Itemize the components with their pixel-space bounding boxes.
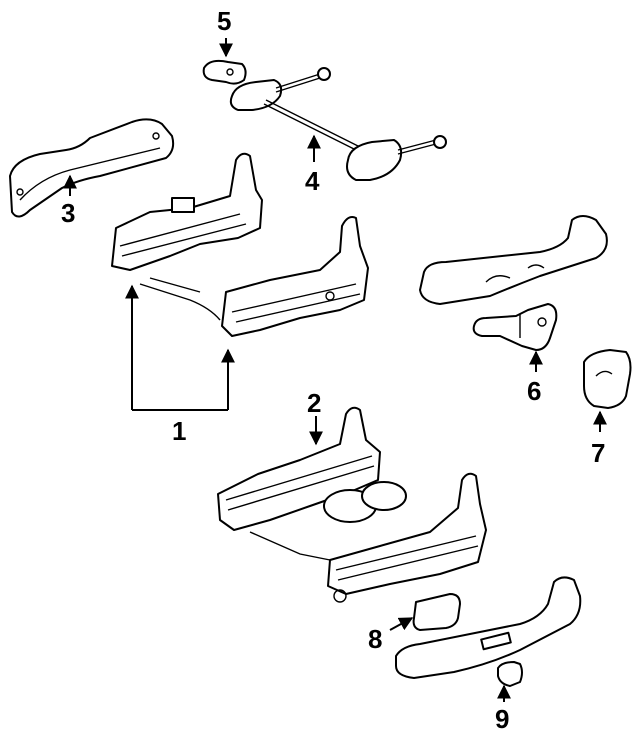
callout-7: 7 bbox=[591, 438, 605, 468]
part-cover-right bbox=[419, 215, 608, 305]
part-3-outer-cover bbox=[9, 118, 175, 218]
callout-9: 9 bbox=[495, 704, 509, 734]
part-4-adjuster-cable bbox=[229, 67, 447, 181]
part-8-block bbox=[412, 593, 461, 631]
callout-5: 5 bbox=[217, 6, 231, 36]
callout-6: 6 bbox=[527, 376, 541, 406]
part-1-seat-frame bbox=[111, 152, 369, 337]
part-2-power-adjuster bbox=[217, 406, 487, 603]
part-5-clip bbox=[202, 59, 247, 85]
callout-2: 2 bbox=[307, 388, 321, 418]
part-9-trim bbox=[497, 661, 523, 687]
callout-1: 1 bbox=[172, 416, 186, 446]
callout-4: 4 bbox=[305, 166, 320, 196]
part-6-switch bbox=[472, 303, 558, 351]
callout-8: 8 bbox=[368, 624, 382, 654]
part-7-knob bbox=[583, 349, 632, 409]
part-lower-cover bbox=[395, 576, 582, 679]
callout-3: 3 bbox=[61, 198, 75, 228]
leader-lines bbox=[63, 38, 607, 702]
